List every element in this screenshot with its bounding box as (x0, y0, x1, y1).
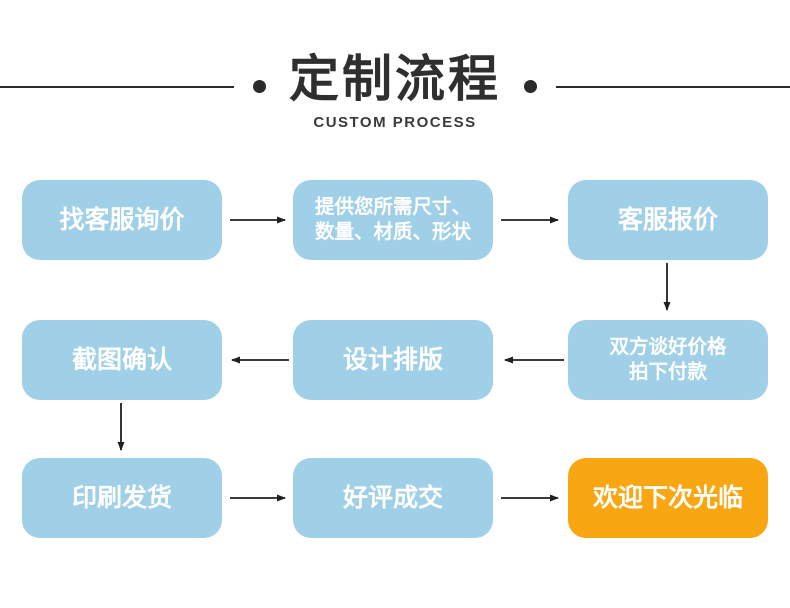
step-label: 印刷发货 (71, 483, 172, 512)
step-label: 客服报价 (617, 205, 718, 234)
page-subtitle: CUSTOM PROCESS (313, 114, 477, 131)
step-label: 截图确认 (71, 345, 172, 374)
step-box-design-layout: 设计排版 (293, 320, 493, 400)
step-box-good-review-deal: 好评成交 (293, 458, 493, 538)
step-label: 双方谈好价格 拍下付款 (609, 335, 727, 383)
divider-dot-left (253, 80, 266, 93)
step-box-screenshot-confirm: 截图确认 (22, 320, 222, 400)
step-label: 设计排版 (342, 345, 443, 374)
step-label: 提供您所需尺寸、 数量、材质、形状 (314, 195, 471, 243)
step-box-agree-and-pay: 双方谈好价格 拍下付款 (568, 320, 768, 400)
step-box-ask-service: 找客服询价 (22, 180, 222, 260)
step-label: 找客服询价 (59, 205, 185, 234)
step-box-welcome-next-time: 欢迎下次光临 (568, 458, 768, 538)
divider-dot-right (524, 80, 537, 93)
page-title: 定制流程 (289, 51, 501, 107)
step-box-print-and-ship: 印刷发货 (22, 458, 222, 538)
step-label: 好评成交 (342, 483, 443, 512)
divider-line-left (0, 86, 234, 88)
divider-line-right (556, 86, 790, 88)
step-box-service-quote: 客服报价 (568, 180, 768, 260)
step-label: 欢迎下次光临 (592, 483, 743, 512)
step-box-provide-specs: 提供您所需尺寸、 数量、材质、形状 (293, 180, 493, 260)
